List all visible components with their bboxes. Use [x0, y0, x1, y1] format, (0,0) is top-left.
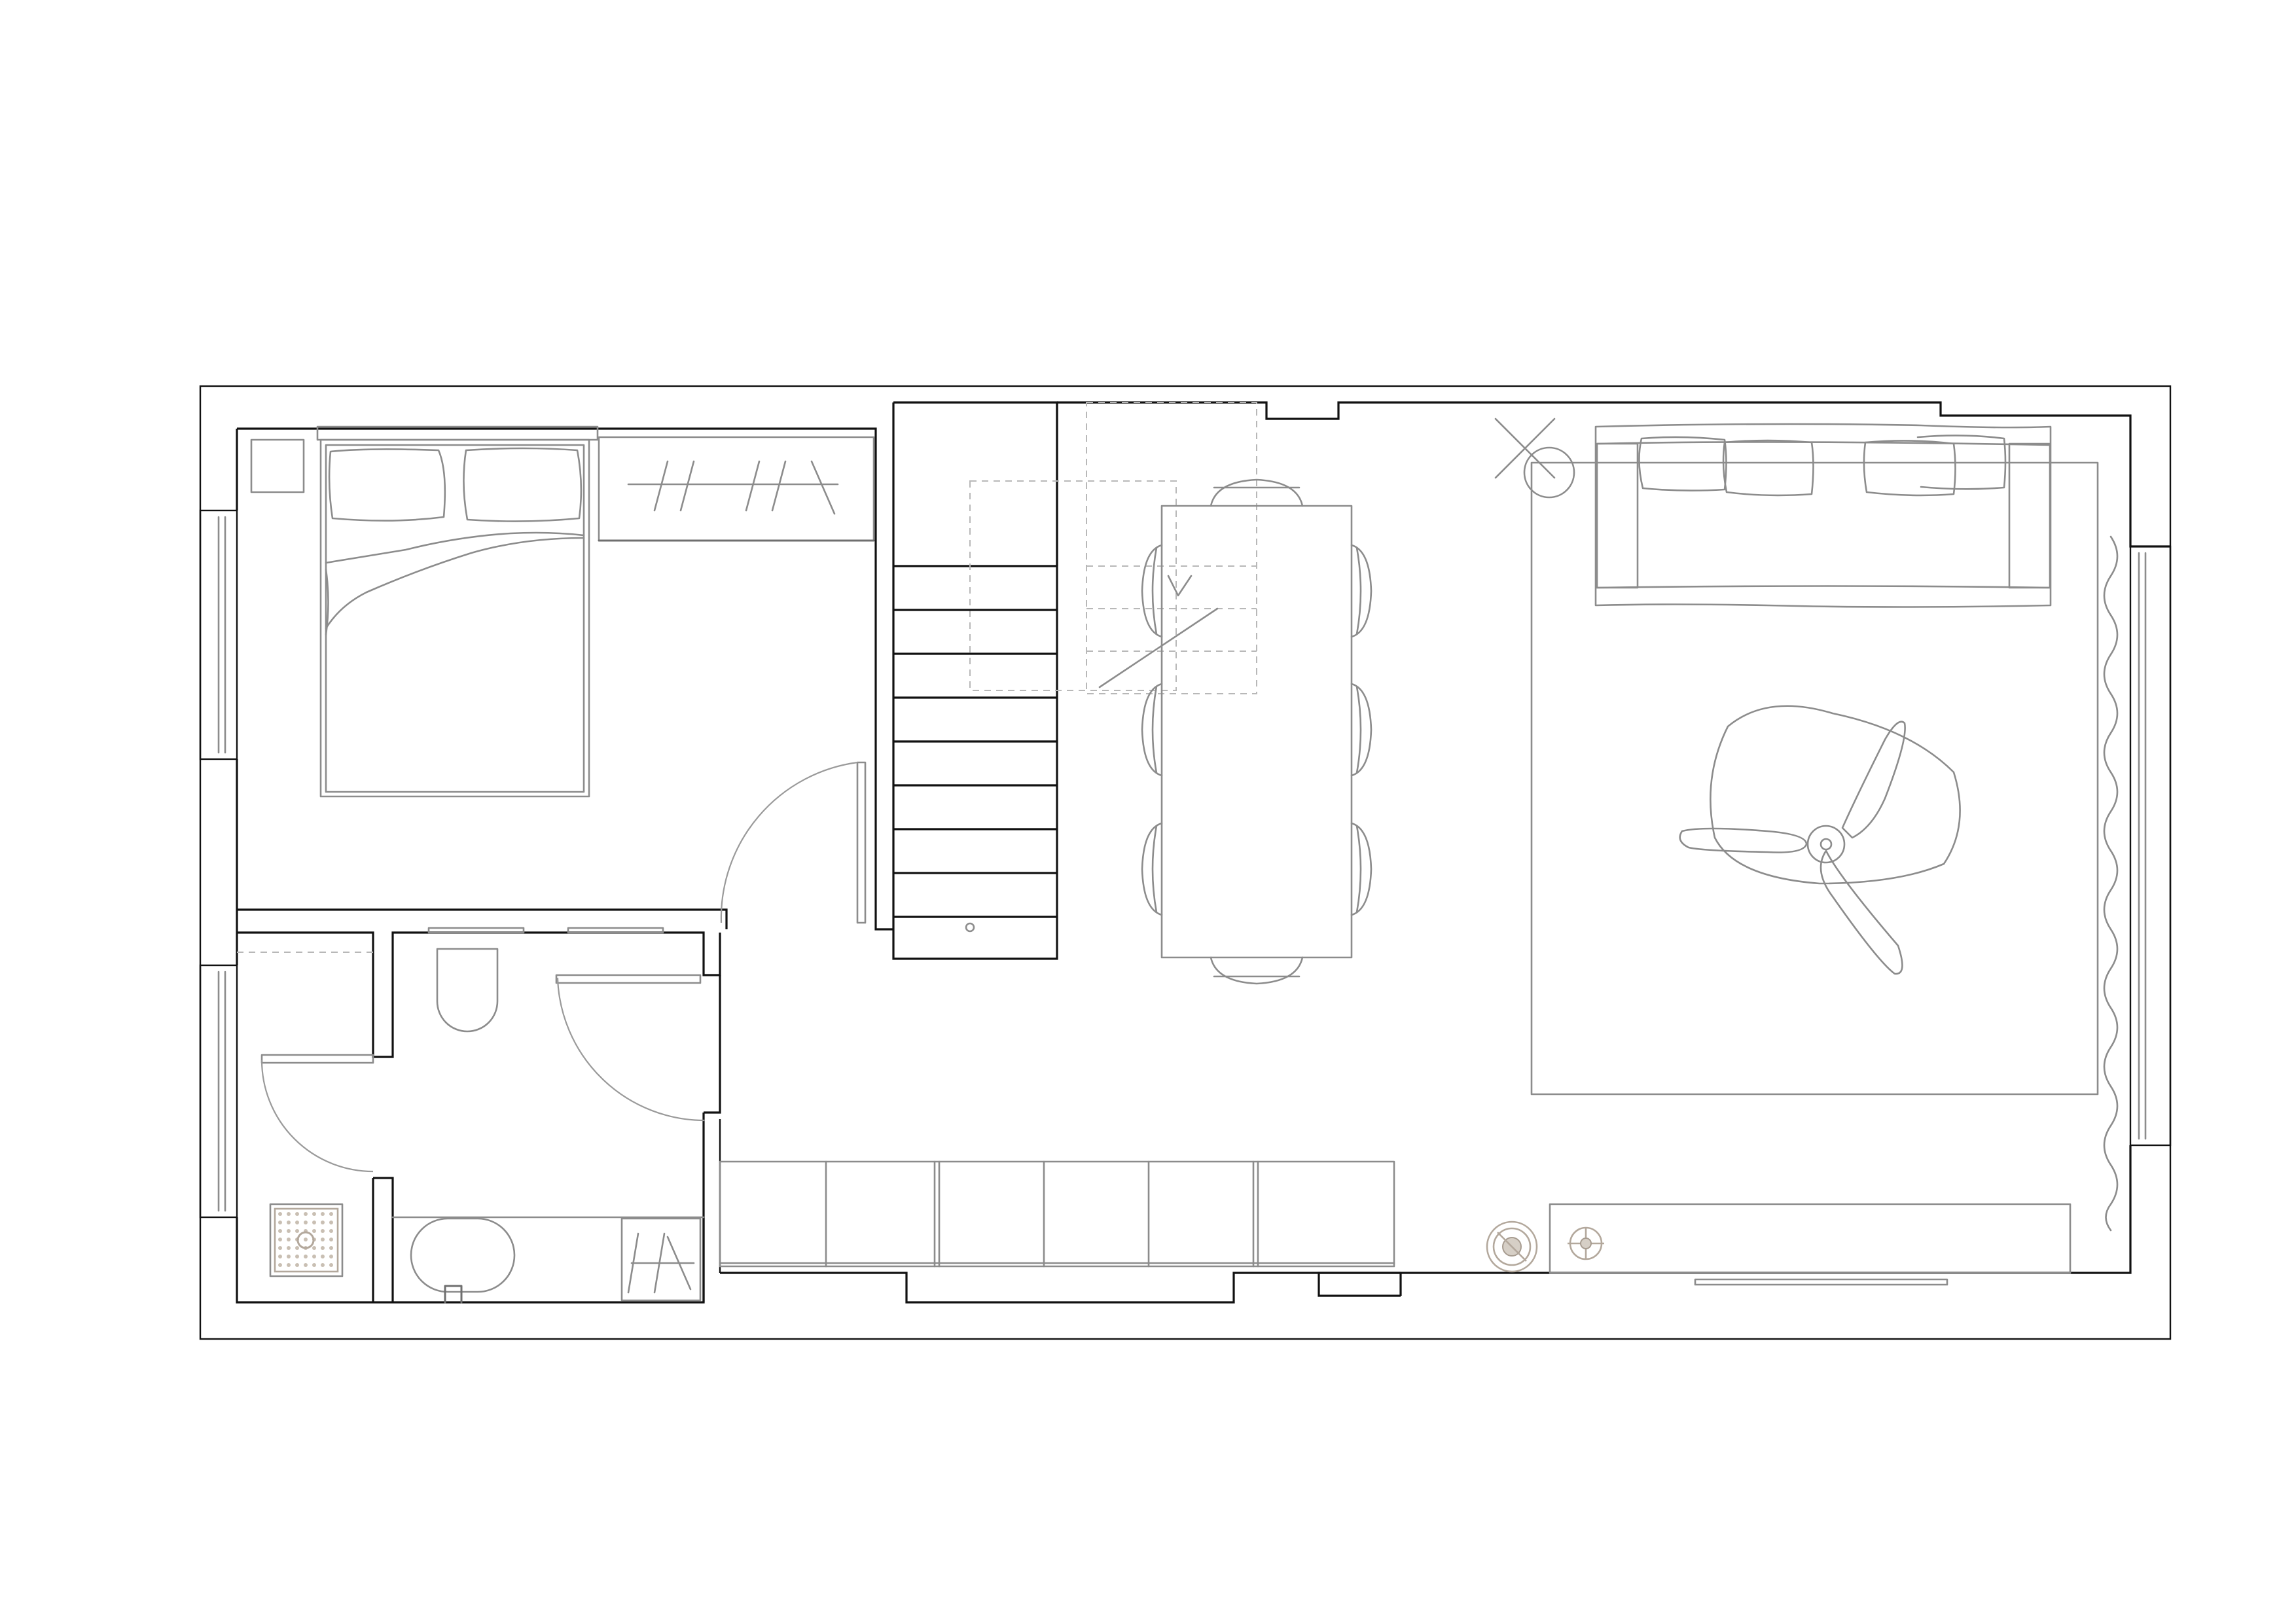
- drain-dot: [287, 1246, 291, 1250]
- bathroom-window: [199, 964, 238, 1219]
- living-area: [1486, 418, 2119, 1286]
- drain-dot: [304, 1263, 308, 1267]
- drain-dot: [329, 1246, 333, 1250]
- hall-door[interactable]: [555, 974, 706, 1122]
- drain-dot: [329, 1221, 333, 1224]
- living-window: [2129, 545, 2172, 1147]
- drain-dot: [278, 1229, 282, 1233]
- double-bed-icon: [316, 425, 599, 798]
- dining-chair-icon: [1141, 683, 1163, 777]
- bedroom-window: [199, 509, 238, 760]
- drain-dot: [287, 1212, 291, 1216]
- dining-chair-icon: [1350, 544, 1372, 638]
- drain-dot: [295, 1212, 299, 1216]
- drain-dot: [278, 1263, 282, 1267]
- drain-dot: [321, 1221, 325, 1224]
- drain-dot: [295, 1255, 299, 1258]
- curtain-icon: [2103, 535, 2119, 1232]
- drain-dot: [295, 1221, 299, 1224]
- drain-dot: [278, 1238, 282, 1241]
- shower-tray-icon: [269, 1203, 344, 1277]
- drain-icon: [296, 1231, 315, 1249]
- drain-dot: [278, 1255, 282, 1258]
- floor-lamp-icon: [1494, 418, 1575, 499]
- drain-dot: [278, 1221, 282, 1224]
- drain-dot: [329, 1263, 333, 1267]
- drain-dot: [321, 1255, 325, 1258]
- drain-dot: [329, 1238, 333, 1241]
- drain-dot: [304, 1212, 308, 1216]
- drain-dot: [321, 1238, 325, 1241]
- staircase-icon: [893, 402, 1257, 933]
- bedroom: [250, 425, 875, 924]
- drain-dot: [312, 1212, 316, 1216]
- drain-dot: [287, 1221, 291, 1224]
- dining-chair-icon: [1210, 478, 1304, 507]
- drain-dot: [312, 1255, 316, 1258]
- wardrobe-icon: [598, 436, 875, 542]
- drain-dot: [295, 1246, 299, 1250]
- dining-chair-icon: [1210, 956, 1304, 985]
- drain-dot: [312, 1246, 316, 1250]
- drain-dot: [295, 1263, 299, 1267]
- bathroom: [260, 927, 706, 1304]
- drawing-frame: [199, 385, 2172, 1340]
- drain-dot: [287, 1229, 291, 1233]
- drain-dot: [321, 1263, 325, 1267]
- drain-dot: [329, 1229, 333, 1233]
- kitchen-counter-icon: [719, 1160, 1395, 1268]
- drain-dot: [312, 1229, 316, 1233]
- dining-chair-icon: [1141, 822, 1163, 916]
- bathroom-door[interactable]: [260, 1054, 374, 1173]
- dining-table-icon: [1160, 505, 1353, 959]
- speaker-icon: [1486, 1221, 1538, 1273]
- rug-icon: [1530, 461, 2099, 1096]
- bedroom-door[interactable]: [720, 761, 867, 924]
- nightstand-icon: [250, 438, 305, 493]
- drain-dot: [312, 1263, 316, 1267]
- dining-chair-icon: [1141, 544, 1163, 638]
- sofa-icon: [1594, 423, 2052, 608]
- dining-chair-icon: [1350, 683, 1372, 777]
- drain-dot: [321, 1212, 325, 1216]
- dining-chair-icon: [1350, 822, 1372, 916]
- drain-dot: [278, 1212, 282, 1216]
- drain-dot: [304, 1255, 308, 1258]
- drain-dot: [312, 1221, 316, 1224]
- drain-dot: [278, 1246, 282, 1250]
- drain-dot: [329, 1255, 333, 1258]
- door-swing-icon: [556, 977, 706, 1122]
- armchair-icon: [1679, 705, 1961, 975]
- drain-dot: [304, 1221, 308, 1224]
- bathtub-icon: [410, 1217, 516, 1304]
- bath-cabinet-icon: [620, 1217, 702, 1302]
- speaker-icon: [1568, 1226, 1604, 1260]
- drain-dot: [321, 1246, 325, 1250]
- drain-dot: [321, 1229, 325, 1233]
- door-swing-icon: [720, 761, 858, 923]
- toilet-icon: [436, 948, 499, 1033]
- walls: [199, 401, 2172, 1304]
- drain-dot: [287, 1263, 291, 1267]
- drain-dot: [304, 1238, 308, 1241]
- drain-dot: [287, 1255, 291, 1258]
- drain-dot: [295, 1229, 299, 1233]
- dining-area: [1141, 478, 1372, 985]
- door-swing-icon: [260, 1060, 374, 1173]
- drain-dot: [329, 1212, 333, 1216]
- drain-dot: [287, 1238, 291, 1241]
- tv-cabinet-icon: [1549, 1203, 2072, 1286]
